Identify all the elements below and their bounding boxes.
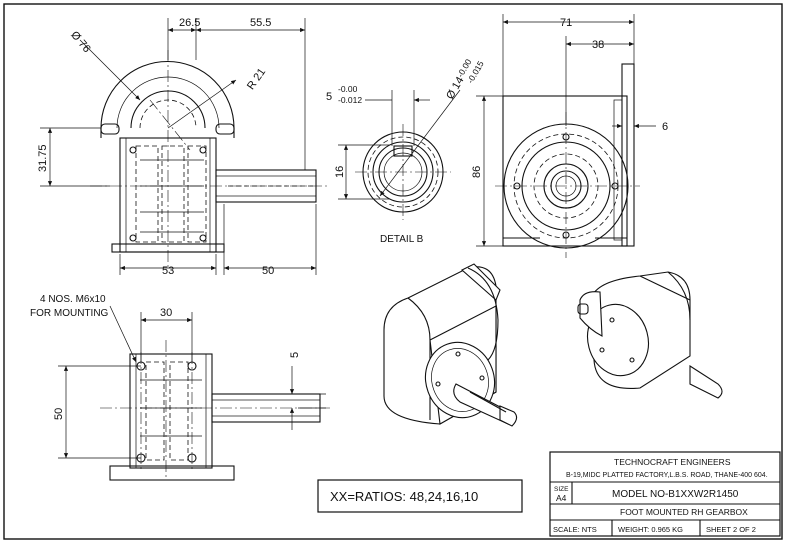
dim-5-tol-lower: -0.012 <box>338 95 362 105</box>
dim-26-5: 26.5 <box>179 17 200 29</box>
size-label: SIZE <box>554 486 569 493</box>
dim-r21: R 21 <box>245 66 268 92</box>
front-view-dimensions: 26.5 55.5 Ø 76 R 21 31.75 53 50 <box>37 17 317 277</box>
size-value: A4 <box>556 493 567 503</box>
dim-5-keyway: 5 <box>326 91 332 103</box>
side-view <box>495 63 640 258</box>
detail-b-label: DETAIL B <box>380 234 424 245</box>
dim-86: 86 <box>471 166 483 178</box>
dim-50-shaft: 50 <box>262 265 274 277</box>
weight-field: WEIGHT: 0.965 KG <box>618 525 683 534</box>
sheet-number: SHEET 2 OF 2 <box>706 525 756 534</box>
isometric-view-rear <box>577 271 723 399</box>
mounting-note-line1: 4 NOS. M6x10 <box>40 294 106 305</box>
mounting-note-line2: FOR MOUNTING <box>30 308 109 319</box>
dim-16: 16 <box>334 166 346 178</box>
front-view <box>90 50 330 270</box>
dim-30: 30 <box>160 307 172 319</box>
dim-dia-76: Ø 76 <box>68 29 93 55</box>
dim-53: 53 <box>162 265 174 277</box>
model-number: MODEL NO-B1XXW2R1450 <box>612 489 739 500</box>
dim-31-75: 31.75 <box>37 144 49 172</box>
detail-b-view: 5 -0.00 -0.012 Ø 14 -0.00 -0.015 16 DETA… <box>326 57 486 245</box>
bottom-view-dimensions: 4 NOS. M6x10 FOR MOUNTING 30 50 5 <box>30 294 326 459</box>
sheet-border <box>3 3 783 540</box>
dim-5-tol-upper: -0.00 <box>338 84 358 94</box>
gearbox-description: FOOT MOUNTED RH GEARBOX <box>620 507 748 517</box>
ratios-text: XX=RATIOS: 48,24,16,10 <box>330 489 478 504</box>
dim-71: 71 <box>560 17 572 29</box>
dim-50-height: 50 <box>53 408 65 420</box>
title-block: TECHNOCRAFT ENGINEERS B-19,MIDC PLATTED … <box>549 451 781 537</box>
dim-55-5: 55.5 <box>250 17 271 29</box>
company-name: TECHNOCRAFT ENGINEERS <box>614 457 731 467</box>
bottom-view <box>100 340 330 481</box>
company-address: B-19,MIDC PLATTED FACTORY,L.B.S. ROAD, T… <box>566 472 768 479</box>
dim-5-side: 5 <box>289 352 301 358</box>
ratios-note: XX=RATIOS: 48,24,16,10 <box>317 479 523 513</box>
scale-field: SCALE: NTS <box>553 525 597 534</box>
dim-6: 6 <box>662 121 668 133</box>
dim-38: 38 <box>592 39 604 51</box>
isometric-view-front <box>383 263 518 427</box>
side-view-dimensions: 71 38 6 86 <box>471 14 668 247</box>
